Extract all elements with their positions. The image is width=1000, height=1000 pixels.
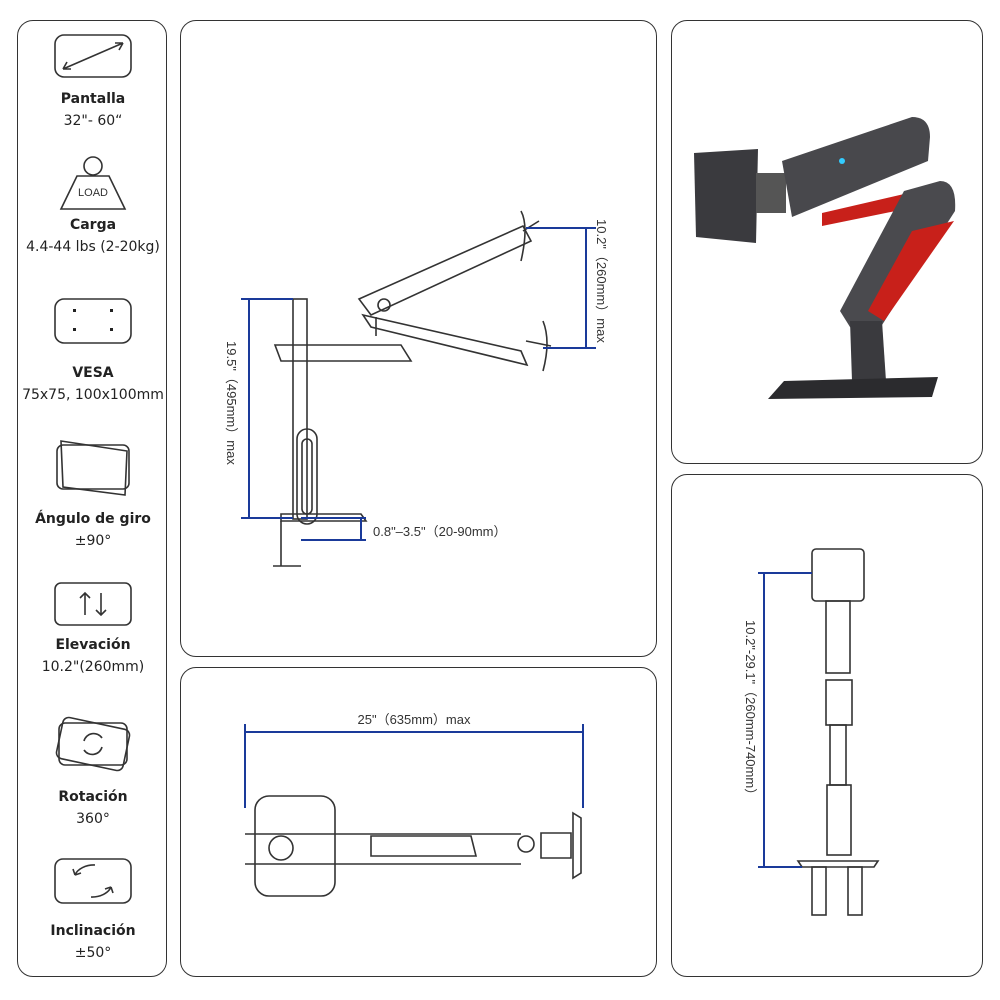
- svg-text:10.2"-29.1"（260mm-740mm）: 10.2"-29.1"（260mm-740mm）: [743, 620, 758, 801]
- spec-elevation: Elevación 10.2"(260mm): [18, 581, 168, 675]
- front-view-drawing: 10.2"-29.1"（260mm-740mm）: [743, 548, 880, 916]
- elevation-icon: [54, 582, 132, 626]
- load-weight-icon: LOAD: [59, 156, 127, 210]
- swivel-icon: [56, 440, 130, 496]
- spec-swivel: Ángulo de giro ±90°: [18, 439, 168, 549]
- svg-text:25"（635mm）max: 25"（635mm）max: [358, 712, 471, 727]
- spec-sidebar: Pantalla 32"- 60“ LOAD Carga 4.4-44 lbs …: [17, 20, 167, 977]
- side-view-drawing: 19.5"（495mm）max 10.2"（260mm）max 0.8"–3.5…: [224, 210, 609, 567]
- top-view-drawing: 25"（635mm）max: [244, 712, 584, 897]
- svg-text:10.2"（260mm）max: 10.2"（260mm）max: [594, 219, 609, 343]
- spec-screen-size: Pantalla 32"- 60“: [18, 33, 168, 129]
- svg-text:LOAD: LOAD: [78, 187, 108, 199]
- top-view-diagram: 25"（635mm）max: [180, 667, 657, 977]
- spec-rotation: Rotación 360°: [18, 715, 168, 827]
- spec-vesa: VESA 75x75, 100x100mm: [18, 297, 168, 403]
- screen-size-icon: [54, 34, 132, 78]
- monitor-arm-photo: [694, 117, 956, 399]
- front-view-diagram: 10.2"-29.1"（260mm-740mm）: [671, 474, 983, 977]
- side-view-diagram: 19.5"（495mm）max 10.2"（260mm）max 0.8"–3.5…: [180, 20, 657, 657]
- rotation-icon: [55, 716, 131, 772]
- spec-load: LOAD Carga 4.4-44 lbs (2-20kg): [18, 155, 168, 255]
- vesa-icon: [54, 298, 132, 344]
- svg-text:19.5"（495mm）max: 19.5"（495mm）max: [224, 341, 239, 465]
- product-photo: [671, 20, 983, 464]
- svg-text:0.8"–3.5"（20-90mm）: 0.8"–3.5"（20-90mm）: [373, 524, 507, 539]
- tilt-icon: [54, 858, 132, 904]
- spec-tilt: Inclinación ±50°: [18, 857, 168, 961]
